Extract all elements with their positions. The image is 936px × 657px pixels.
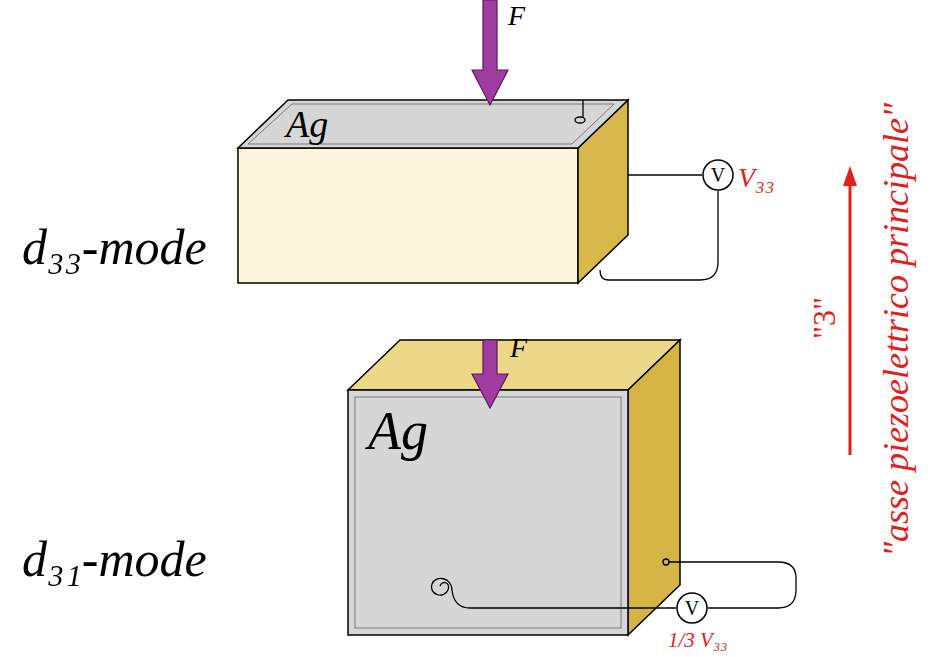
electrode-edge xyxy=(248,104,614,144)
cube-front-face xyxy=(238,148,578,283)
electrode-face: Ag xyxy=(238,100,628,148)
force-arrow xyxy=(472,340,508,408)
axis-number: "3" xyxy=(808,297,840,339)
wire xyxy=(600,191,718,280)
wire xyxy=(628,607,676,608)
silver-electrode xyxy=(348,390,628,635)
voltage-label: V₃₃ xyxy=(738,164,775,192)
mode-title: d₃₁-mode xyxy=(22,534,207,584)
electrode-edge xyxy=(355,397,621,628)
axis-arrow xyxy=(849,182,852,455)
voltmeter-symbol: V xyxy=(702,159,734,191)
wire xyxy=(628,174,702,175)
axis-caption: "asse piezoelettrico principale" xyxy=(878,103,914,557)
voltmeter-circle xyxy=(703,160,733,190)
wire xyxy=(452,590,628,608)
voltmeter-letter: V xyxy=(711,165,725,185)
contact-loop xyxy=(663,559,669,565)
voltage-label: 1/3 V₃₃ xyxy=(668,630,728,651)
cube-side-face xyxy=(628,340,680,635)
wire xyxy=(582,100,583,118)
electrode-label: Ag xyxy=(286,105,328,143)
electrode-face: Ag xyxy=(348,390,628,635)
force-arrow xyxy=(472,0,508,105)
voltmeter-symbol: V xyxy=(676,592,708,624)
voltmeter-circle xyxy=(677,593,707,623)
axis-arrowhead xyxy=(843,166,857,186)
voltmeter-letter: V xyxy=(685,598,699,618)
mode-title: d₃₃-mode xyxy=(22,222,207,272)
force-label: F xyxy=(510,334,527,362)
contact-spiral xyxy=(431,578,452,595)
electrode-label: Ag xyxy=(368,404,428,458)
silver-electrode xyxy=(238,100,628,148)
force-label: F xyxy=(508,2,525,30)
